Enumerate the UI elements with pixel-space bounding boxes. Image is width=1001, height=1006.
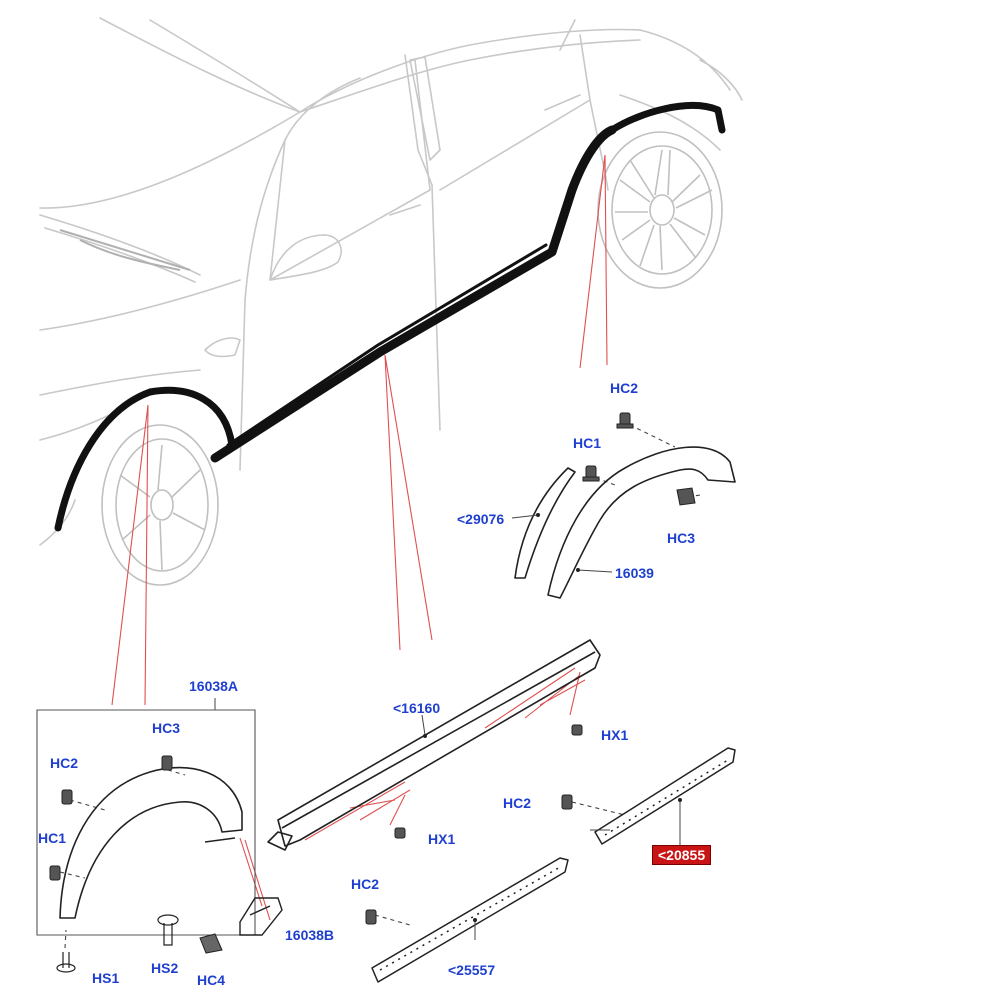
clip-hc3-front [161, 755, 173, 771]
clip-hc4 [199, 933, 223, 954]
part-20855-strip [594, 747, 736, 845]
part-16160-sill [267, 639, 601, 851]
part-16038b-bracket [239, 897, 283, 936]
label-hc2-sill: HC2 [503, 795, 532, 811]
rear-wheel [597, 131, 723, 289]
highlighted-parts-on-vehicle [54, 102, 726, 532]
label-hs2: HS2 [151, 960, 179, 976]
label-hc2-rear: HC2 [610, 380, 639, 396]
label-dots [423, 513, 682, 922]
part-16038a-box [36, 698, 256, 936]
clip-hc2-sill [561, 794, 573, 810]
label-ticks [421, 514, 681, 940]
label-hc2-front: HC2 [50, 755, 79, 771]
label-25557: <25557 [448, 962, 496, 978]
label-hc1-rear: HC1 [573, 435, 602, 451]
clip-hx1-upper [571, 724, 583, 736]
clip-hc2-front [61, 789, 73, 805]
label-hc4: HC4 [197, 972, 226, 988]
clip-hc1-rear [582, 465, 600, 482]
front-wheel [101, 424, 219, 586]
clip-hc2-rear [616, 412, 634, 429]
label-29076: <29076 [457, 511, 505, 527]
label-hx1-lower: HX1 [428, 831, 456, 847]
label-hc3-rear: HC3 [667, 530, 696, 546]
clip-hc2-lower [365, 909, 377, 925]
label-hs1: HS1 [92, 970, 120, 986]
label-16160: <16160 [393, 700, 441, 716]
part-16038a-front-arch [59, 766, 243, 919]
leader-lines [111, 154, 608, 921]
part-16039-rear-arch [547, 446, 736, 599]
clip-hx1-lower [394, 827, 406, 839]
label-hc1-front: HC1 [38, 830, 67, 846]
vehicle-outline [39, 17, 743, 546]
clip-hs1 [56, 952, 76, 973]
clip-hc3-rear [676, 487, 696, 506]
label-16039: 16039 [615, 565, 654, 581]
clip-hs2 [157, 914, 179, 946]
part-25557-strip [371, 857, 569, 983]
part-29076-strip [514, 467, 576, 579]
clip-hc1-front [49, 865, 61, 881]
dashed-lines [59, 424, 701, 949]
label-16038a: 16038A [189, 678, 239, 694]
label-hc2-lower: HC2 [351, 876, 380, 892]
label-16038b: 16038B [285, 927, 335, 943]
label-20855-highlighted[interactable]: <20855 [652, 845, 712, 865]
label-hx1-upper: HX1 [601, 727, 629, 743]
label-hc3-front: HC3 [152, 720, 181, 736]
wiper-outline [59, 229, 191, 271]
